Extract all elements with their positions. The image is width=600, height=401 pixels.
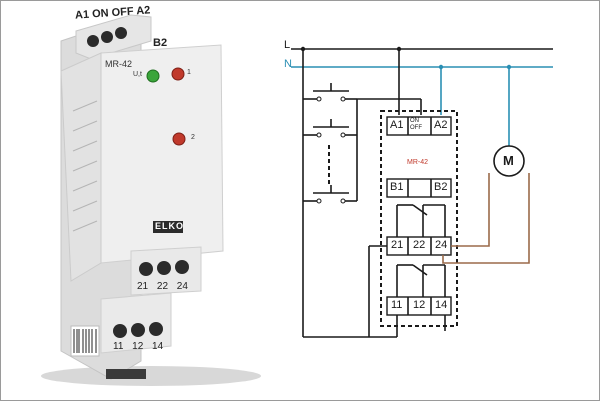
motor-wire-24 <box>451 173 490 247</box>
term-a1: A1 <box>390 119 404 131</box>
term-a2: A2 <box>434 119 448 131</box>
term-24: 24 <box>435 239 448 251</box>
photo-mid-terminals: 21 22 24 <box>137 281 188 292</box>
term-14: 14 <box>435 299 448 311</box>
photo-led2-label: 1 <box>187 69 191 76</box>
screw-a2 <box>115 27 127 39</box>
term-b2: B2 <box>434 181 448 193</box>
schematic-model: MR-42 <box>407 159 429 166</box>
screw-12 <box>131 323 145 337</box>
screw-a1 <box>87 35 99 47</box>
terminal-row-2 <box>386 178 452 198</box>
motor-label: M <box>503 153 514 168</box>
push-button-2 <box>303 119 357 138</box>
side-print-lines <box>72 100 98 232</box>
screw-on-off <box>101 31 113 43</box>
term-b1: B1 <box>390 181 404 193</box>
led-red-1 <box>171 67 185 81</box>
photo-bottom-terminals: 11 12 14 <box>113 341 164 352</box>
din-clip <box>106 369 146 379</box>
photo-b2-label: B2 <box>153 37 168 49</box>
photo-led1-label: U,t <box>133 71 142 78</box>
barcode <box>70 325 100 357</box>
terminal-row-1 <box>386 116 452 136</box>
brand-plate <box>153 221 183 233</box>
screw-21 <box>139 262 153 276</box>
term-12: 12 <box>413 299 426 311</box>
screw-24 <box>175 260 189 274</box>
contact-2-symbol <box>396 204 446 237</box>
screw-11 <box>113 324 127 338</box>
terminal-row-4 <box>386 296 452 316</box>
rail-n-label: N <box>284 58 292 70</box>
screw-14 <box>149 322 163 336</box>
rail-l-label: L <box>284 39 291 51</box>
relay-top-block <box>75 14 152 60</box>
photo-model-label: MR-42 <box>105 59 133 69</box>
term-21: 21 <box>391 239 404 251</box>
push-button-1 <box>303 83 357 102</box>
term-11: 11 <box>391 299 403 311</box>
contact-1-symbol <box>396 264 446 297</box>
term-on-off: ON OFF <box>410 118 422 131</box>
photo-brand: ELKO <box>155 221 185 231</box>
push-button-3 <box>303 185 357 204</box>
screw-22 <box>157 261 171 275</box>
led-green <box>146 69 160 83</box>
terminal-row-3 <box>386 236 452 256</box>
term-22: 22 <box>413 239 426 251</box>
motor-wire-return <box>442 173 530 264</box>
photo-led3-label: 2 <box>191 134 195 141</box>
led-red-2 <box>172 132 186 146</box>
relay-bottom-module <box>100 292 172 354</box>
relay-enclosure <box>380 110 458 327</box>
motor-symbol <box>493 145 525 177</box>
